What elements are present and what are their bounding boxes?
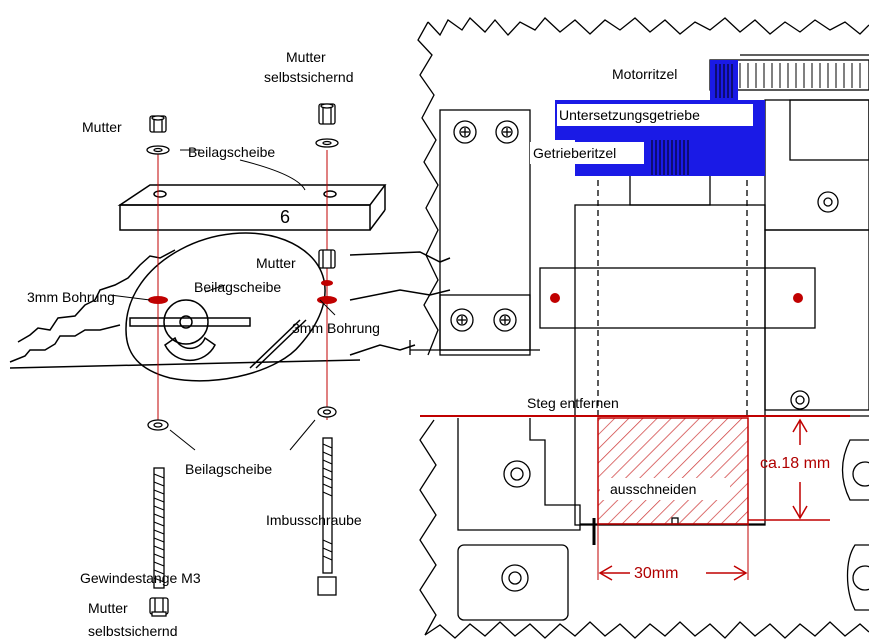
right-column (764, 99, 869, 231)
arrow-to-right-1 (349, 251, 451, 263)
screw-icon (501, 564, 529, 592)
gearbox-drawing (409, 17, 869, 639)
label-ausschneiden: ausschneiden (610, 481, 696, 497)
bracket-upper (439, 109, 531, 356)
tooth-edge (9, 324, 121, 363)
label-beilagscheibe-top: Beilagscheibe (188, 144, 275, 160)
hub-inner (179, 315, 193, 329)
label-motorritzel: Motorritzel (612, 66, 677, 82)
hardware-left (146, 115, 170, 617)
hex-nut-icon (149, 597, 169, 617)
red-hole-icon (793, 293, 803, 303)
strut-line-2 (255, 319, 307, 369)
bracket-lower (439, 294, 531, 351)
red-markings (420, 293, 850, 581)
label-steg-entfernen: Steg entfernen (527, 395, 619, 411)
arrow-to-right-2 (349, 289, 451, 301)
label-bohrung-left: 3mm Bohrung (27, 289, 115, 305)
plate-hole-left (153, 190, 167, 198)
label-beilagscheibe-bottom: Beilagscheibe (185, 461, 272, 477)
label-beilagscheibe-mid: Beilagscheibe (194, 279, 281, 295)
label-imbusschraube: Imbusschraube (266, 512, 362, 528)
hub-outer (163, 299, 209, 345)
red-hole-icon (550, 293, 560, 303)
small-screw-icon (790, 390, 810, 410)
screw-pair-top (453, 120, 519, 144)
rack-teeth (739, 63, 861, 88)
gear-disc (125, 232, 326, 382)
leader-lines (109, 149, 336, 451)
label-plate-number: 6 (280, 207, 290, 227)
housing-lower (764, 229, 869, 411)
threaded-rod (153, 467, 165, 589)
label-ca-18mm: ca.18 mm (760, 455, 830, 472)
cross-bar (539, 267, 816, 329)
top-plate-top (117, 184, 387, 206)
label-untersetzungsgetriebe: Untersetzungsgetriebe (559, 107, 700, 123)
exploded-view (9, 184, 451, 382)
axle-bar (129, 317, 251, 327)
screw-icon (852, 461, 869, 487)
screw-icon (503, 460, 531, 488)
gear-hub-block (629, 174, 711, 206)
bohrung-markers (148, 280, 337, 304)
torn-frame-top (427, 17, 869, 37)
right-top-box (789, 99, 869, 161)
label-mutter-mid: Mutter (256, 255, 296, 271)
label-gewindestange: Gewindestange M3 (80, 570, 201, 586)
hex-nut-icon (318, 249, 336, 269)
label-getrieberitzel: Getrieberitzel (533, 145, 616, 161)
lower-box (457, 544, 569, 621)
torn-frame-bottom (424, 621, 869, 639)
lower-bracket (457, 418, 581, 531)
hex-nut-icon (318, 103, 336, 125)
label-30mm: 30mm (634, 565, 678, 582)
label-mutter-bottom: Mutter (88, 600, 128, 616)
torn-frame-left (417, 21, 439, 356)
strut-line (249, 319, 301, 369)
hex-nut-icon (149, 115, 167, 133)
screw-icon (852, 565, 869, 591)
label-bohrung-right: 3mm Bohrung (292, 320, 380, 336)
ground-line-left (9, 359, 361, 369)
torn-edge-left (17, 249, 176, 343)
label-mutter-top-right: Mutter (286, 49, 326, 65)
torn-frame-left-bottom (419, 419, 437, 636)
screw-pair-bottom (450, 308, 517, 332)
dim-18mm-arrows (748, 418, 830, 521)
red-hole-icon (148, 296, 168, 304)
top-plate-side (369, 209, 386, 231)
cutout-area (597, 417, 749, 525)
screw-icon (817, 191, 839, 213)
hub-cutout (164, 336, 216, 362)
hex-socket-screw (317, 437, 337, 596)
hardware-right (315, 103, 339, 596)
arrow-to-right-3 (349, 344, 416, 356)
label-selbstsichernd-top: selbstsichernd (264, 69, 354, 85)
screw-head-icon (317, 576, 337, 596)
labels: Mutter selbstsichernd Mutter Beilagschei… (27, 48, 830, 639)
plate-hole-right (323, 190, 337, 198)
red-hole-icon (321, 280, 333, 286)
lower-right-bracket (841, 439, 869, 501)
label-mutter-left: Mutter (82, 119, 122, 135)
dim-30mm-arrows (598, 565, 748, 581)
label-selbstsichernd-bottom: selbstsichernd (88, 623, 178, 639)
